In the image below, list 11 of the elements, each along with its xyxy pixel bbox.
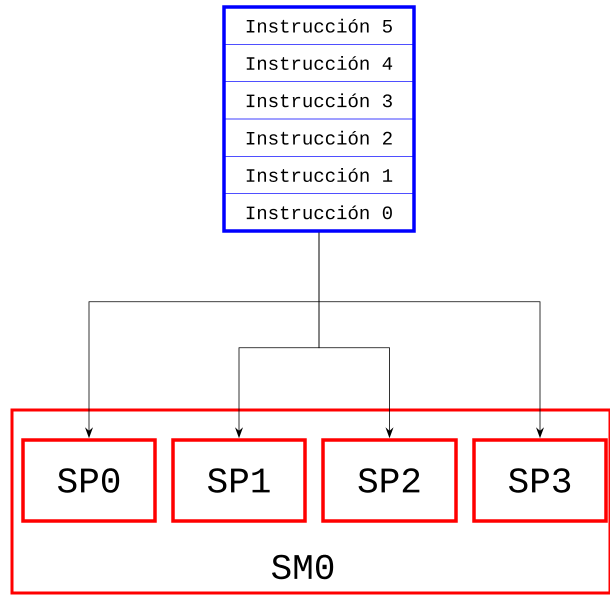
instruction-row: Instrucción 3 xyxy=(224,81,414,120)
node-label: Instrucción 5 xyxy=(246,18,392,33)
instruction-queue xyxy=(222,5,416,233)
processor-box: SP0 xyxy=(21,438,157,523)
instruction-row: Instrucción 1 xyxy=(224,156,414,194)
processor-box: SP2 xyxy=(321,438,458,523)
processor-box: SP1 xyxy=(171,438,307,523)
instruction-row: Instrucción 0 xyxy=(224,193,414,232)
instruction-row: Instrucción 4 xyxy=(224,44,414,82)
instruction-row: Instrucción 2 xyxy=(224,118,414,157)
processor-box: SP3 xyxy=(472,438,608,523)
